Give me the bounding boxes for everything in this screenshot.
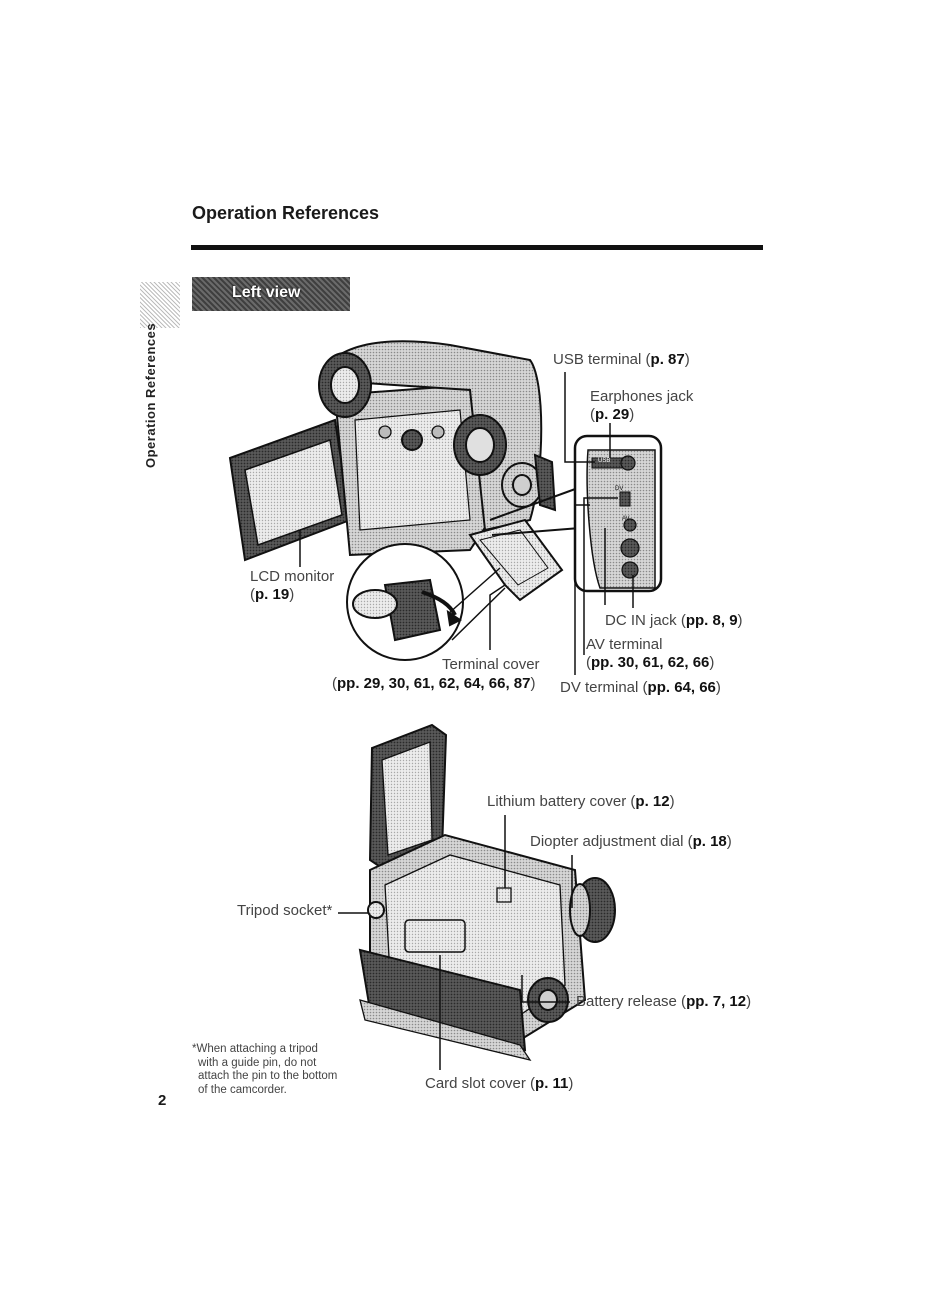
panel-label-av: AV bbox=[622, 516, 630, 522]
section-title: Left view bbox=[232, 284, 301, 301]
footnote: *When attaching a tripod with a guide pi… bbox=[192, 1043, 338, 1096]
terminal-cover-detail bbox=[346, 543, 506, 661]
label-tripod-socket: Tripod socket* bbox=[237, 902, 333, 919]
page-number: 2 bbox=[158, 1092, 167, 1109]
label-terminal-cover: Terminal cover bbox=[442, 656, 540, 673]
label-card-slot-cover: Card slot cover (p. 11) bbox=[425, 1075, 574, 1092]
bottom-view-leaders bbox=[338, 815, 573, 1070]
label-dv-terminal: DV terminal (pp. 64, 66) bbox=[560, 679, 721, 696]
label-diopter-dial: Diopter adjustment dial (p. 18) bbox=[530, 833, 732, 850]
panel-label-dv: DV bbox=[615, 486, 623, 492]
panel-label-usb: USB bbox=[598, 458, 610, 464]
label-earphones-jack: Earphones jack(p. 29) bbox=[590, 388, 694, 423]
label-dc-in-jack: DC IN jack (pp. 8, 9) bbox=[605, 612, 743, 629]
label-lcd-monitor: LCD monitor(p. 19) bbox=[250, 568, 335, 603]
left-view-leaders bbox=[299, 372, 634, 675]
section-banner: Left view bbox=[192, 277, 350, 311]
header-rule bbox=[191, 245, 763, 250]
page-title: Operation References bbox=[192, 203, 380, 223]
label-terminal-cover-ref: (pp. 29, 30, 61, 62, 64, 66, 87) bbox=[332, 675, 536, 692]
side-tab-marker bbox=[140, 282, 180, 328]
bottom-view-camcorder bbox=[358, 723, 616, 1062]
left-view-camcorder bbox=[228, 340, 564, 602]
label-av-terminal: AV terminal(pp. 30, 61, 62, 66) bbox=[586, 636, 715, 671]
label-lithium-battery-cover: Lithium battery cover (p. 12) bbox=[487, 793, 675, 810]
label-battery-release: Battery release (pp. 7, 12) bbox=[576, 993, 752, 1010]
terminal-panel-detail: USB DV AV bbox=[489, 434, 663, 593]
label-usb-terminal: USB terminal (p. 87) bbox=[553, 351, 690, 368]
